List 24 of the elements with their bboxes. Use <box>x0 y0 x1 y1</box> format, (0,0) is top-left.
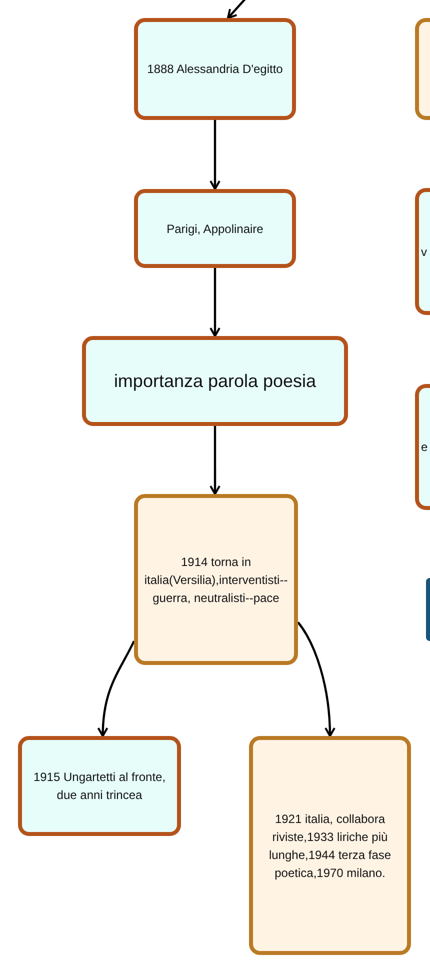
arrow <box>98 640 135 737</box>
node-label: importanza parola poesia <box>114 370 316 392</box>
concept-box <box>134 18 296 120</box>
node-label: Parigi, Appolinaire <box>166 220 264 238</box>
concept-box <box>415 188 430 315</box>
concept-box <box>82 336 348 426</box>
node-label: 1888 Alessandria D'egitto <box>147 61 283 78</box>
concept-box <box>426 578 430 641</box>
concept-box <box>415 18 430 120</box>
arrow <box>210 426 221 495</box>
node-label: e <box>420 439 428 456</box>
concept-box <box>134 494 298 665</box>
arrow <box>226 0 248 19</box>
node-label: 1921 italia, collabora riviste,1933 liriche più lunghe,1944 terza fase poetica,1970 milano. <box>268 810 392 882</box>
concept-box <box>134 189 296 268</box>
node-label: 1915 Ungartetti al fronte, due anni trincea <box>32 769 167 804</box>
node-label: 1914 torna in italia(Versilia),interventisti-- guerra, neutralisti--pace <box>143 554 289 606</box>
arrow <box>210 268 220 337</box>
concept-box <box>18 736 181 836</box>
arrow <box>297 622 336 737</box>
node-label: v <box>420 244 427 260</box>
concept-box <box>249 736 411 955</box>
concept-box <box>415 384 430 510</box>
arrow <box>210 120 220 190</box>
